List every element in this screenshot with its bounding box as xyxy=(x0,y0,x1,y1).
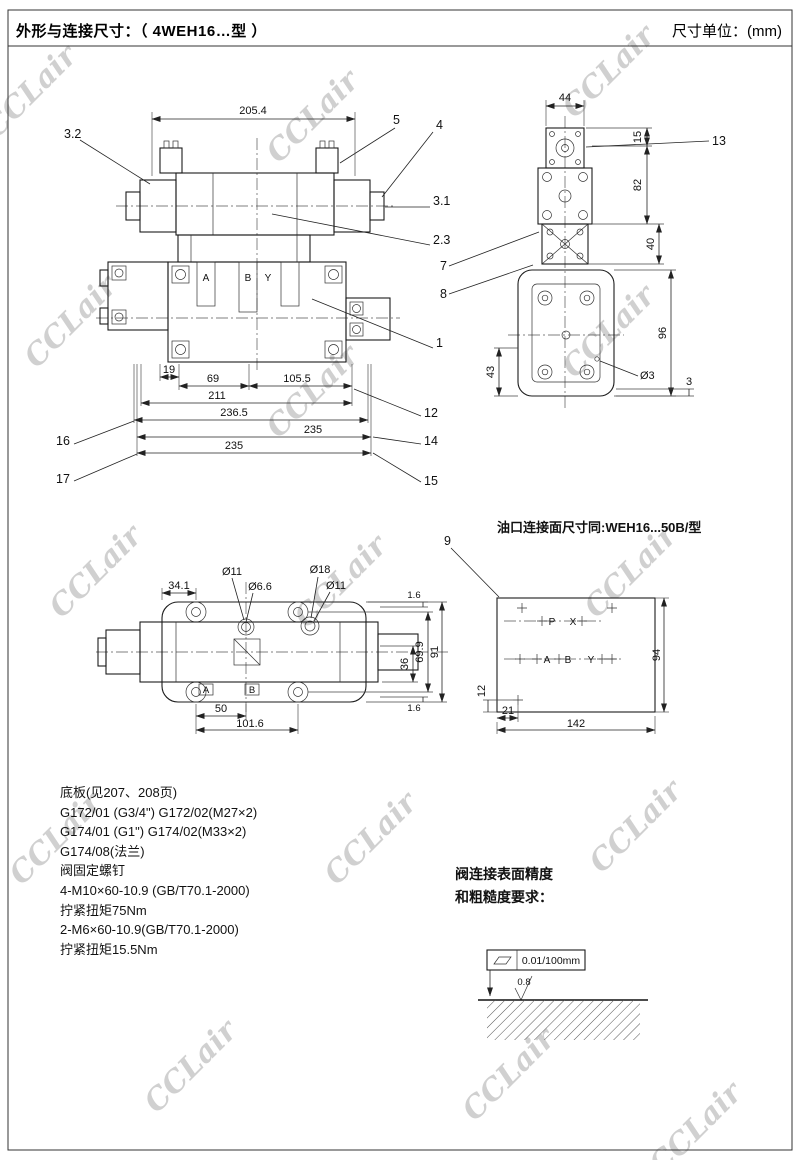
note-line: G174/01 (G1") G174/02(M33×2) xyxy=(60,824,247,840)
dim-34-1: 34.1 xyxy=(168,580,189,592)
dim-dia11-b: Ø11 xyxy=(326,580,346,592)
dim-142: 142 xyxy=(567,718,585,730)
callout-1: 1 xyxy=(436,336,443,350)
dim-dia18: Ø18 xyxy=(310,564,331,576)
dim-1-6-bottom: 1.6 xyxy=(407,703,420,714)
side-view: 44 15 82 40 96 43 Ø3 3 13 xyxy=(440,92,726,408)
port-y-label: Y xyxy=(265,273,272,284)
note-line: 4-M10×60-10.9 (GB/T70.1-2000) xyxy=(60,882,250,898)
surface-requirement-line1: 阀连接表面精度 xyxy=(455,866,553,882)
flatness-icon xyxy=(493,956,512,965)
callout-15: 15 xyxy=(424,474,438,488)
dim-43: 43 xyxy=(485,366,497,378)
callout-3-1: 3.1 xyxy=(433,194,450,208)
callout-17: 17 xyxy=(56,472,70,486)
surface-requirement-line2: 和粗糙度要求： xyxy=(455,889,553,905)
top-port-b-label: B xyxy=(249,685,255,696)
note-line: G172/01 (G3/4") G172/02(M27×2) xyxy=(60,804,258,820)
dim-69-9: 69.9 xyxy=(414,641,426,662)
dim-15: 15 xyxy=(632,131,644,143)
dim-50: 50 xyxy=(215,703,227,715)
callout-7: 7 xyxy=(440,259,447,273)
callout-9: 9 xyxy=(444,534,451,548)
port-face-a-label: A xyxy=(544,655,551,666)
dim-44: 44 xyxy=(559,92,571,104)
dim-235-a: 235 xyxy=(304,424,322,436)
dim-12: 12 xyxy=(476,685,488,697)
port-face-p-label: P xyxy=(549,617,556,628)
note-line: 2-M6×60-10.9(GB/T70.1-2000) xyxy=(60,922,239,938)
top-view: A B 34.1 Ø11 Ø6.6 Ø18 Ø11 1.6 36 xyxy=(96,534,500,734)
callout-14: 14 xyxy=(424,434,438,448)
port-cross-marks xyxy=(513,603,617,705)
dim-3: 3 xyxy=(686,376,692,388)
dim-19: 19 xyxy=(163,364,175,376)
notes-block: 底板(见207、208页) G172/01 (G3/4") G172/02(M2… xyxy=(60,783,257,959)
flatness-value: 0.01/100mm xyxy=(522,955,581,967)
dim-101-6: 101.6 xyxy=(236,718,264,730)
dim-69: 69 xyxy=(207,373,219,385)
port-b-label: B xyxy=(245,273,252,284)
unit-label: 尺寸单位：(mm) xyxy=(672,23,782,40)
dim-36: 36 xyxy=(399,658,411,670)
port-face-x-label: X xyxy=(570,617,577,628)
hatched-surface xyxy=(487,1000,640,1040)
dim-1-6-top: 1.6 xyxy=(407,590,420,601)
dim-91: 91 xyxy=(429,646,441,658)
surface-requirement-title: 阀连接表面精度 和粗糙度要求： xyxy=(455,863,553,909)
note-line: G174/08(法兰) xyxy=(60,843,145,859)
dim-21: 21 xyxy=(502,705,514,717)
port-a-label: A xyxy=(203,273,210,284)
port-face-y-label: Y xyxy=(588,655,595,666)
note-line: 阀固定螺钉 xyxy=(60,863,126,879)
port-face-b-label: B xyxy=(565,655,572,666)
roughness-value: 0.8 xyxy=(517,977,530,988)
top-port-a-label: A xyxy=(203,685,210,696)
dim-94: 94 xyxy=(651,649,663,661)
dim-96: 96 xyxy=(657,327,669,339)
page-title: 外形与连接尺寸：（ 4WEH16…型 ） xyxy=(16,23,267,40)
dim-235-b: 235 xyxy=(225,440,243,452)
dim-dia6-6: Ø6.6 xyxy=(248,581,272,593)
dim-236-5: 236.5 xyxy=(220,407,248,419)
page-border xyxy=(7,9,793,1151)
dim-dia11-a: Ø11 xyxy=(222,566,242,578)
note-line: 拧紧扭矩15.5Nm xyxy=(60,941,158,957)
port-face-view: 油口连接面尺寸同:WEH16...50B/型 P X A B Y xyxy=(476,520,701,734)
callout-2-3: 2.3 xyxy=(433,233,450,247)
callout-12: 12 xyxy=(424,406,438,420)
callout-5: 5 xyxy=(393,113,400,127)
callout-13: 13 xyxy=(712,134,726,148)
note-line: 拧紧扭矩75Nm xyxy=(60,902,147,918)
dim-205-4: 205.4 xyxy=(239,105,267,117)
dim-dia3: Ø3 xyxy=(640,370,655,382)
callout-4: 4 xyxy=(436,118,443,132)
front-view: A B Y 205.4 3.2 5 4 3.1 2.3 1 xyxy=(56,105,450,488)
callout-8: 8 xyxy=(440,287,447,301)
dim-40: 40 xyxy=(645,238,657,250)
dim-105-5: 105.5 xyxy=(283,373,311,385)
dim-211: 211 xyxy=(208,390,226,402)
callout-16: 16 xyxy=(56,434,70,448)
dim-82: 82 xyxy=(632,179,644,191)
note-line: 底板(见207、208页) xyxy=(60,785,178,800)
surface-requirement-symbols: 0.01/100mm 0.8 xyxy=(478,949,648,1040)
port-face-note: 油口连接面尺寸同:WEH16...50B/型 xyxy=(497,520,701,535)
callout-3-2: 3.2 xyxy=(64,127,81,141)
